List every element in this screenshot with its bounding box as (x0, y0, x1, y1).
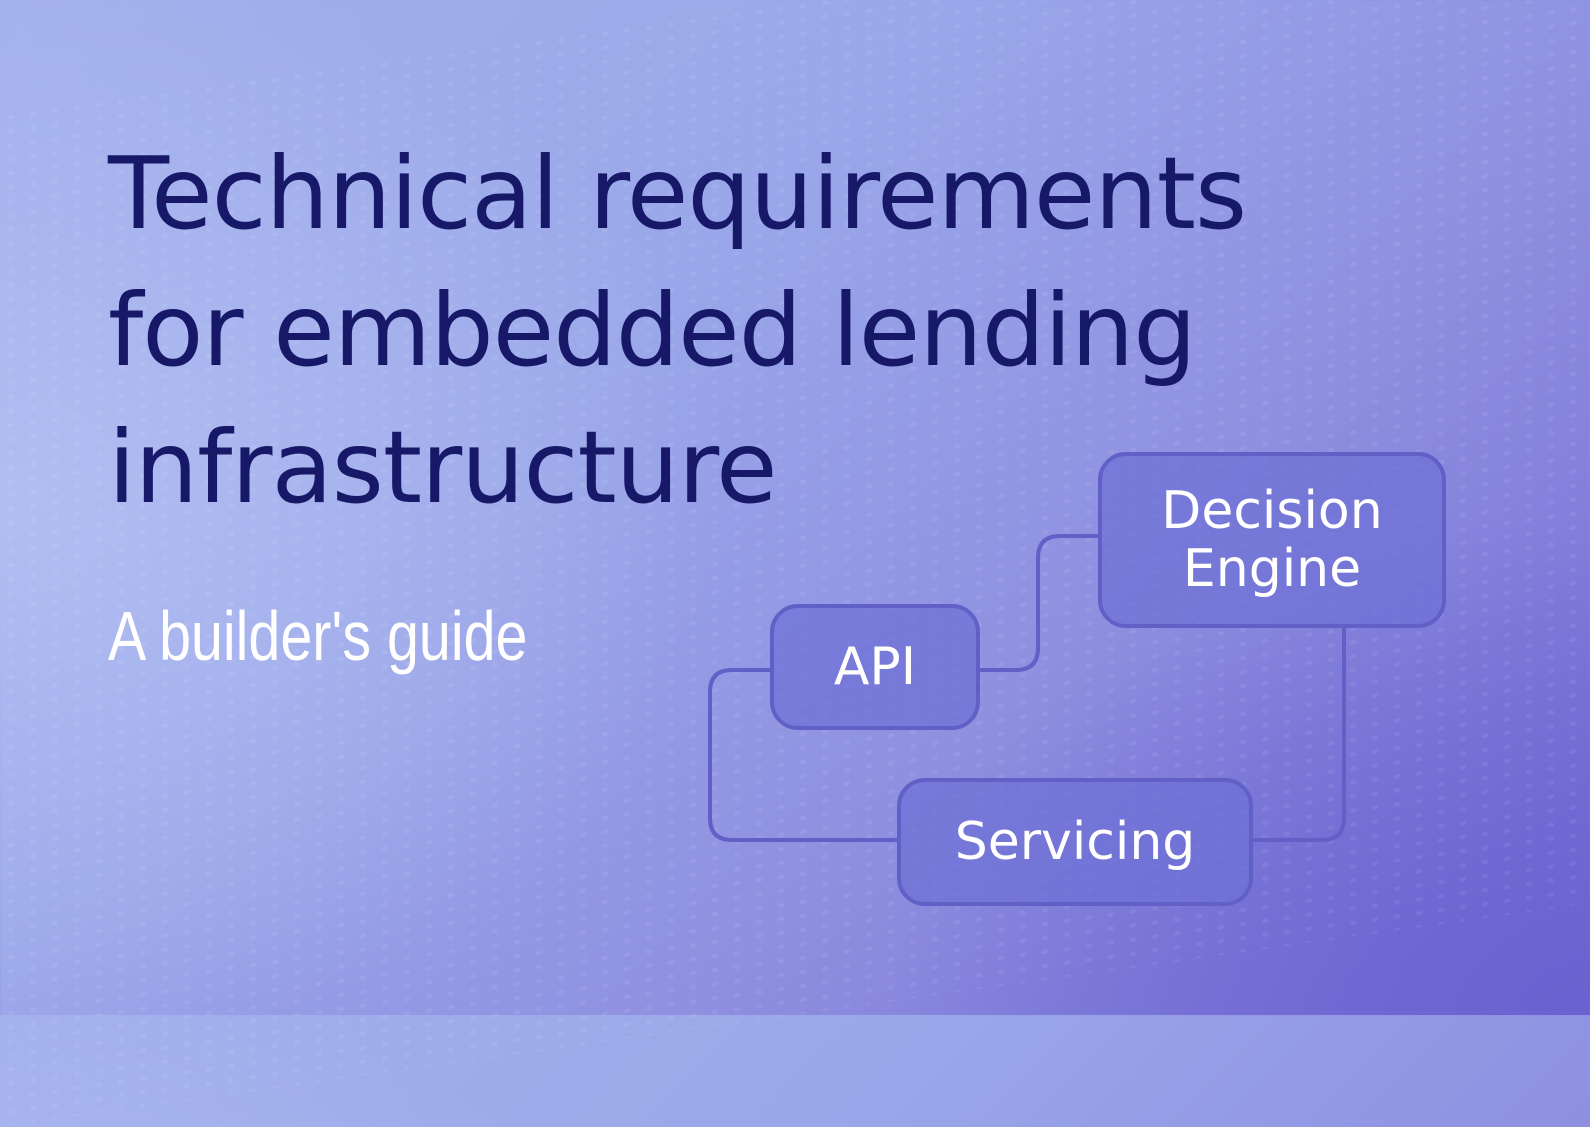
diagram-connectors (708, 534, 1346, 842)
connector-decision-engine-servicing (1250, 626, 1346, 842)
title-line-3: infrastructure (108, 409, 778, 526)
connector-api-decision-engine (978, 534, 1100, 672)
servicing-node: Servicing (897, 778, 1253, 906)
api-node: API (770, 604, 980, 730)
title-line-1: Technical requirements (108, 135, 1247, 252)
servicing-label: Servicing (954, 812, 1196, 872)
subtitle: A builder's guide (108, 597, 528, 675)
decision-engine-label-line-2: Engine (1182, 539, 1362, 599)
decision-engine-label-line-1: Decision (1161, 481, 1383, 541)
title-line-2: for embedded lending (108, 272, 1197, 389)
page-title: Technical requirements for embedded lend… (108, 125, 1247, 536)
decision-engine-node: Decision Engine (1098, 452, 1446, 628)
connector-api-servicing (708, 668, 900, 842)
api-label: API (833, 637, 917, 697)
